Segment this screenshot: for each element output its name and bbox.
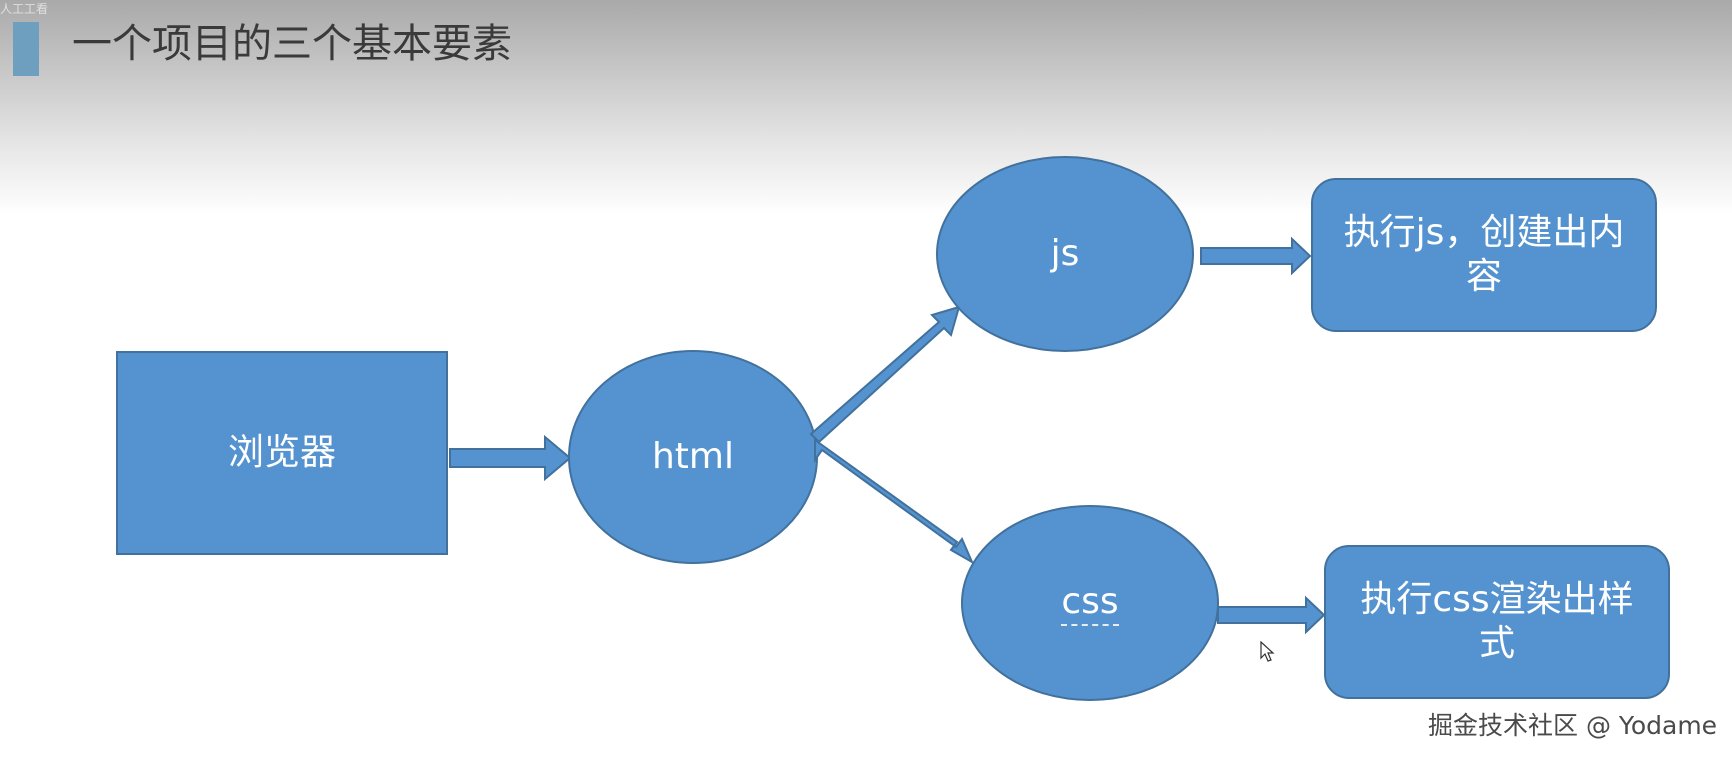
html-label: html [651, 436, 734, 477]
title-accent-bar [13, 22, 39, 76]
css-result-label: 执行css渲染出样式 [1360, 579, 1634, 664]
css-label: css [962, 506, 1218, 700]
js-result-node [1311, 178, 1657, 332]
css-node [961, 505, 1219, 701]
browser-node [116, 351, 448, 555]
watermark: 掘金技术社区 @ Yodame [1428, 711, 1718, 740]
css-label-text: css [1061, 580, 1119, 626]
js-result-label: 执行js，创建出内容 [1343, 212, 1625, 297]
arrow-css-to-result [1217, 595, 1326, 635]
browser-label: 浏览器 [227, 432, 336, 473]
page-title: 一个项目的三个基本要素 [72, 21, 512, 67]
js-node [936, 156, 1194, 352]
arrow-js-to-result [1200, 236, 1312, 276]
arrow-html-to-js [809, 305, 961, 444]
js-label: js [1050, 233, 1080, 274]
mouse-cursor-icon [1260, 641, 1275, 662]
corner-text: 人工工看 [0, 2, 49, 16]
css-result-node [1324, 545, 1670, 699]
arrow-browser-to-html [449, 434, 572, 482]
arrow-html-to-css [814, 438, 975, 565]
